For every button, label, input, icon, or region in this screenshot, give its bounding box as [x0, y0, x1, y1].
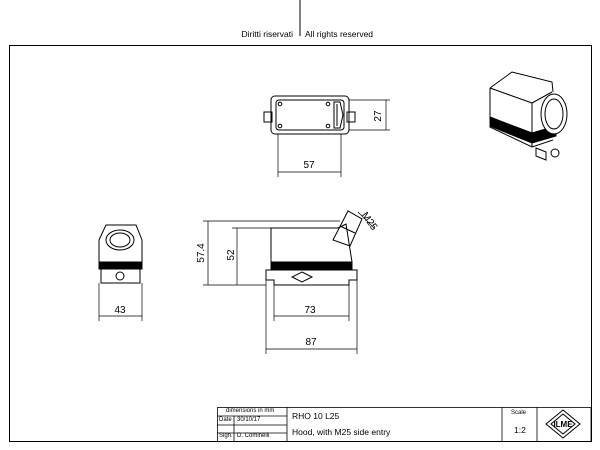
top-view — [263, 95, 356, 135]
side-view-dimensions — [203, 211, 375, 354]
units-note: dimensions in mm — [226, 408, 275, 414]
dim-side-total-height-label: 57.4 — [196, 243, 207, 263]
product-code: RHO 10 L25 — [292, 411, 340, 421]
logo-text: ILME — [553, 420, 573, 429]
top-view-dimensions — [277, 99, 390, 177]
copyright-header: Diritti riservati All rights reserved — [0, 29, 600, 43]
date-label: Date — [219, 417, 232, 423]
isometric-view — [489, 71, 568, 161]
sign-value: D. Cominelli — [237, 433, 270, 439]
dim-width-87-label: 87 — [305, 337, 317, 348]
side-view — [265, 210, 363, 286]
date-value: 30/10/17 — [237, 417, 261, 423]
product-description: Hood, with M25 side entry — [292, 427, 391, 437]
scale-value: 1:2 — [514, 425, 526, 435]
dim-top-height-label: 27 — [373, 110, 384, 122]
scale-label: Scale — [511, 410, 527, 416]
copyright-italian: Diritti riservati — [241, 29, 293, 39]
copyright-english: All rights reserved — [305, 29, 374, 39]
dim-front-width-label: 43 — [114, 305, 126, 316]
dim-thread-label: M25 — [359, 210, 379, 233]
dim-width-73-label: 73 — [304, 305, 316, 316]
title-block-grid — [217, 407, 592, 442]
front-view-dimensions — [98, 283, 143, 321]
dim-side-height-label: 52 — [226, 249, 237, 261]
drawing-frame — [9, 45, 592, 442]
front-view — [98, 224, 143, 284]
title-block: dimensions in mm Date 30/10/17 Sign. D. … — [217, 407, 591, 442]
logo — [545, 409, 581, 439]
sign-label: Sign. — [219, 433, 233, 439]
dim-top-width-label: 57 — [303, 160, 315, 171]
